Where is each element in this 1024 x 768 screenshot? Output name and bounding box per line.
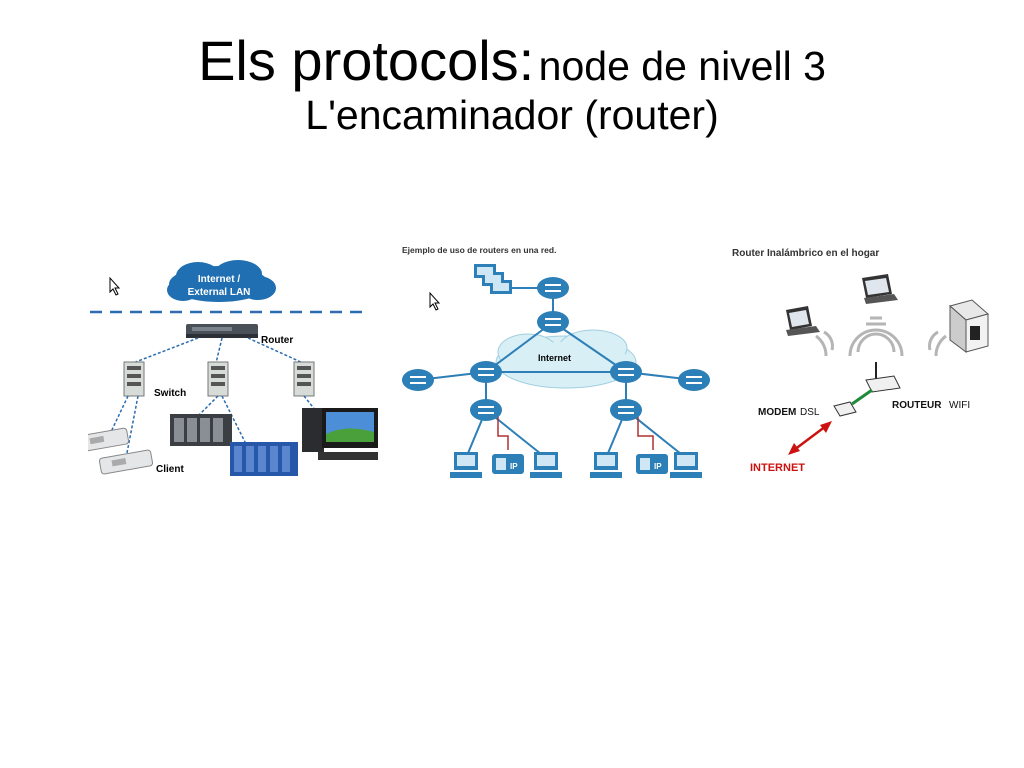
router-icon-lower-right (610, 399, 642, 421)
workstation-icon-2 (530, 452, 562, 478)
switch-icon-2 (207, 361, 229, 397)
middle-caption: Ejemplo de uso de routers en una red. (402, 245, 556, 255)
workstation-icon-4 (670, 452, 702, 478)
client-device-icon-1 (88, 427, 130, 453)
router-icon-lower-left (470, 399, 502, 421)
right-caption: Router Inalámbrico en el hogar (732, 248, 879, 259)
router-icon-top (537, 277, 569, 299)
io-module-icon (170, 414, 232, 446)
server-cluster-icon (474, 264, 512, 294)
router-icon-far-left (402, 369, 434, 391)
client-label: Client (156, 464, 184, 475)
router-icon-right (610, 361, 642, 383)
middle-network-diagram: Ejemplo de uso de routers en una red. In… (398, 240, 723, 490)
router-label: Router (261, 335, 293, 346)
switch-icon-3 (293, 361, 315, 397)
left-diagram-svg: Internet / External LAN Router (88, 260, 378, 476)
internet-cloud-icon (167, 260, 276, 302)
workstation-icon-3 (590, 452, 622, 478)
ip-phone-icon-1 (492, 454, 524, 474)
wifi-router-icon (865, 362, 901, 393)
internet-label: INTERNET (750, 462, 805, 474)
title-line2: L'encaminador (router) (305, 91, 719, 138)
router-icon-left (470, 361, 502, 383)
middle-diagram-svg: Ejemplo de uso de routers en una red. In… (402, 245, 710, 478)
cloud-label-line2: External LAN (188, 287, 251, 298)
phone-links (497, 410, 654, 450)
ip-phone-icon-2 (636, 454, 668, 474)
slide-title: Els protocols: node de nivell 3 L'encami… (0, 29, 1024, 139)
workstation-icon-1 (450, 452, 482, 478)
router-links (132, 337, 304, 364)
internet-arrow-icon (788, 421, 832, 455)
plc-module-icon (230, 442, 298, 476)
modem-router-link (851, 388, 873, 406)
client-device-icon-2 (98, 449, 154, 475)
router-icon-far-right (678, 369, 710, 391)
right-network-diagram: Router Inalámbrico en el hogar (728, 240, 998, 485)
dsl-modem-icon (833, 401, 857, 417)
laptop-icon-left (786, 306, 820, 336)
right-diagram-svg: Router Inalámbrico en el hogar (732, 248, 990, 474)
left-network-diagram: Internet / External LAN Router (88, 248, 388, 488)
router-label-rest: WIFI (949, 400, 970, 411)
desktop-pc-icon (948, 299, 990, 353)
laptop-icon-top (862, 274, 898, 304)
title-sub: node de nivell 3 (538, 43, 826, 89)
title-main: Els protocols: (198, 29, 535, 92)
cloud-label-line1: Internet / (198, 274, 240, 285)
switch-label: Switch (154, 388, 186, 399)
modem-label-rest: DSL (800, 407, 820, 418)
router-label-bold: ROUTEUR (892, 400, 942, 411)
cursor-icon (109, 276, 121, 296)
cursor-icon (429, 291, 441, 311)
internet-cloud-label: Internet (538, 353, 571, 363)
modem-label-bold: MODEM (758, 407, 796, 418)
router-device-icon (186, 324, 258, 338)
desktop-computer-icon (302, 408, 378, 460)
wifi-signal-icon (815, 316, 947, 357)
ip-phone-label-2: IP (654, 462, 662, 471)
router-icon-upper (537, 311, 569, 333)
ip-phone-label-1: IP (510, 462, 518, 471)
switch-icon-1 (123, 361, 145, 397)
